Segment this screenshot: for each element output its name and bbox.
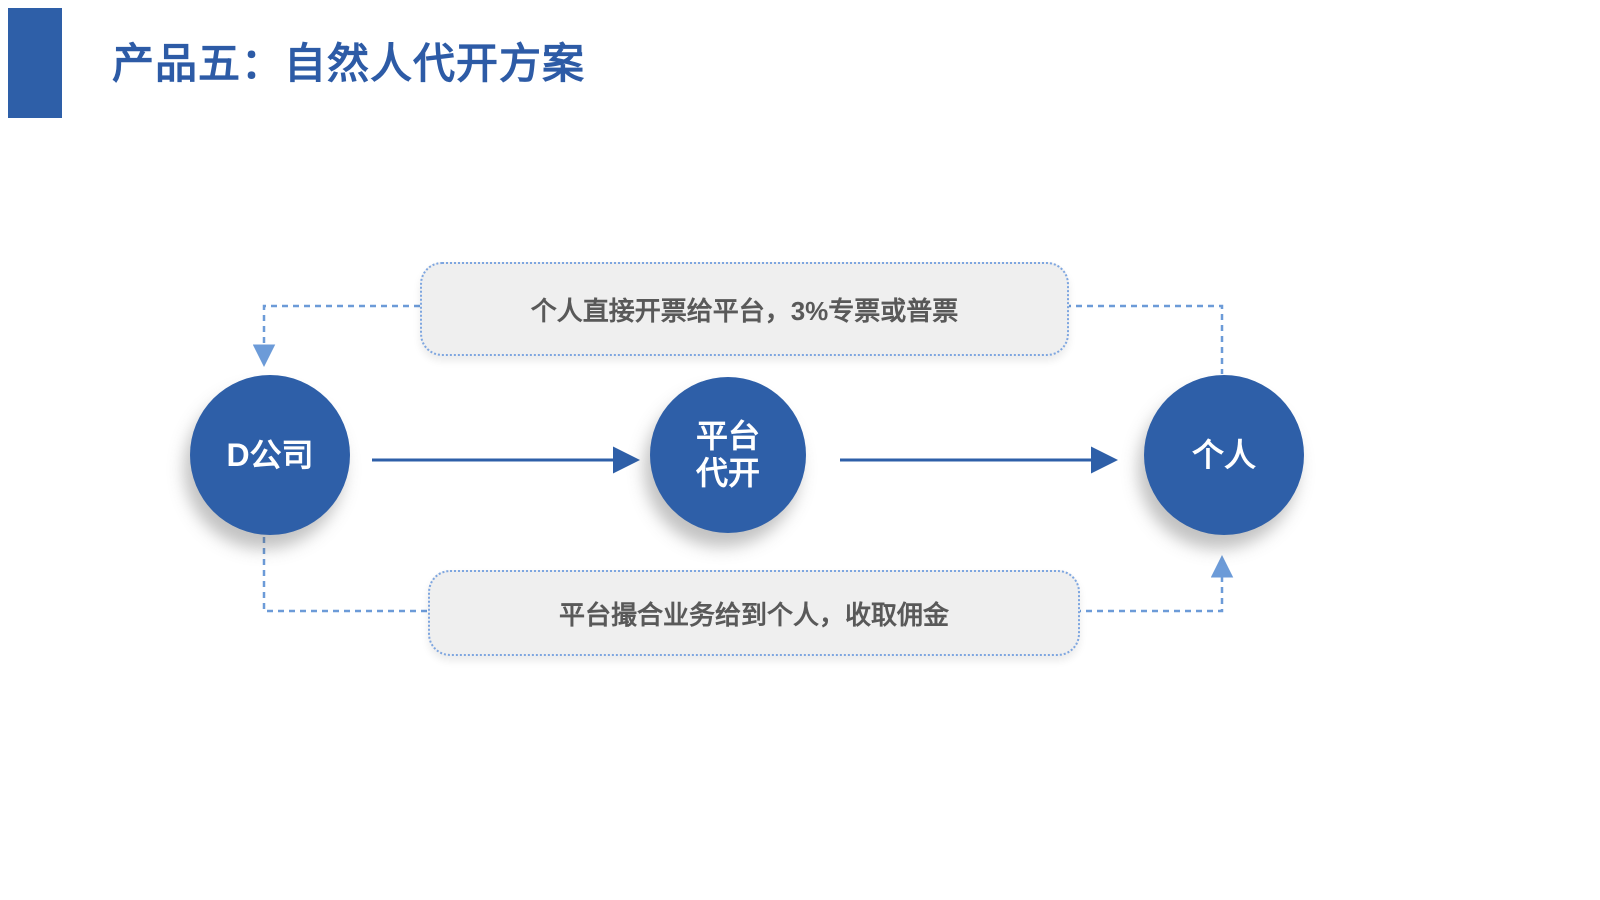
node-person-label: 个人	[1191, 436, 1256, 473]
callout-top-text: 个人直接开票给平台，3%专票或普票	[530, 295, 959, 326]
node-person: 个人	[1144, 375, 1304, 535]
node-platform-label: 平台 代开	[695, 418, 760, 491]
dashed-connector-top-right	[1065, 304, 1224, 374]
node-company-label: D公司	[226, 436, 314, 473]
dashed-connector-top-left-arrow-icon	[252, 304, 420, 367]
callout-bottom: 平台撮合业务给到个人，收取佣金	[428, 570, 1080, 656]
node-company: D公司	[190, 375, 350, 535]
callout-bottom-text: 平台撮合业务给到个人，收取佣金	[558, 599, 949, 630]
title-accent-bar	[8, 8, 62, 118]
node-platform: 平台 代开	[650, 377, 806, 533]
dashed-connector-bottom-right-arrow-icon	[1075, 555, 1234, 613]
callout-top: 个人直接开票给平台，3%专票或普票	[420, 262, 1069, 356]
page-title: 产品五：自然人代开方案	[112, 40, 586, 87]
dashed-connector-bottom-left	[262, 537, 428, 613]
